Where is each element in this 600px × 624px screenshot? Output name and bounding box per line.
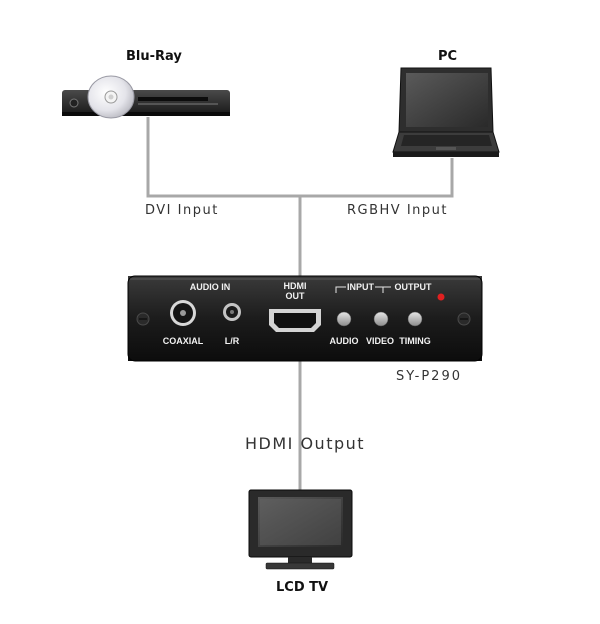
pc-laptop-icon xyxy=(392,67,500,157)
audio-indicator-icon xyxy=(336,311,352,327)
cable-lines xyxy=(146,117,454,490)
lr-audio-jack-icon xyxy=(223,303,241,321)
hdmi-output-label: HDMI Output xyxy=(245,434,366,453)
input-label: INPUT xyxy=(347,282,374,292)
input-output-bracket xyxy=(335,286,391,293)
timing-indicator-icon xyxy=(407,311,423,327)
hdmi-out-label-line1: HDMI xyxy=(283,281,307,291)
video-indicator-icon xyxy=(373,311,389,327)
screw-left-icon xyxy=(136,312,150,326)
output-label: OUTPUT xyxy=(394,282,432,292)
video-label: VIDEO xyxy=(365,336,394,346)
model-label: SY-P290 xyxy=(396,369,462,384)
audio-label: AUDIO xyxy=(329,336,359,346)
dvi-cable xyxy=(146,117,300,198)
timing-label: TIMING xyxy=(399,336,431,346)
screw-right-icon xyxy=(457,312,471,326)
bluray-player-icon xyxy=(62,75,230,119)
hdmi-port-icon xyxy=(269,309,321,332)
hdmi-out-label-line2: OUT xyxy=(285,291,305,301)
bluray-title: Blu-Ray xyxy=(126,49,182,64)
coaxial-jack-icon xyxy=(170,300,196,326)
dvi-input-label: DVI Input xyxy=(145,203,219,218)
lcd-tv-title: LCD TV xyxy=(276,580,329,595)
power-led-icon xyxy=(437,293,445,301)
lcd-tv-icon xyxy=(248,489,353,570)
pc-title: PC xyxy=(438,49,458,64)
sy-p290-unit xyxy=(127,275,483,362)
coaxial-label: COAXIAL xyxy=(162,336,204,346)
rgbhv-input-label: RGBHV Input xyxy=(347,203,448,218)
audio-in-label: AUDIO IN xyxy=(189,282,231,292)
rgbhv-cable xyxy=(300,158,454,198)
lr-label: L/R xyxy=(224,336,240,346)
